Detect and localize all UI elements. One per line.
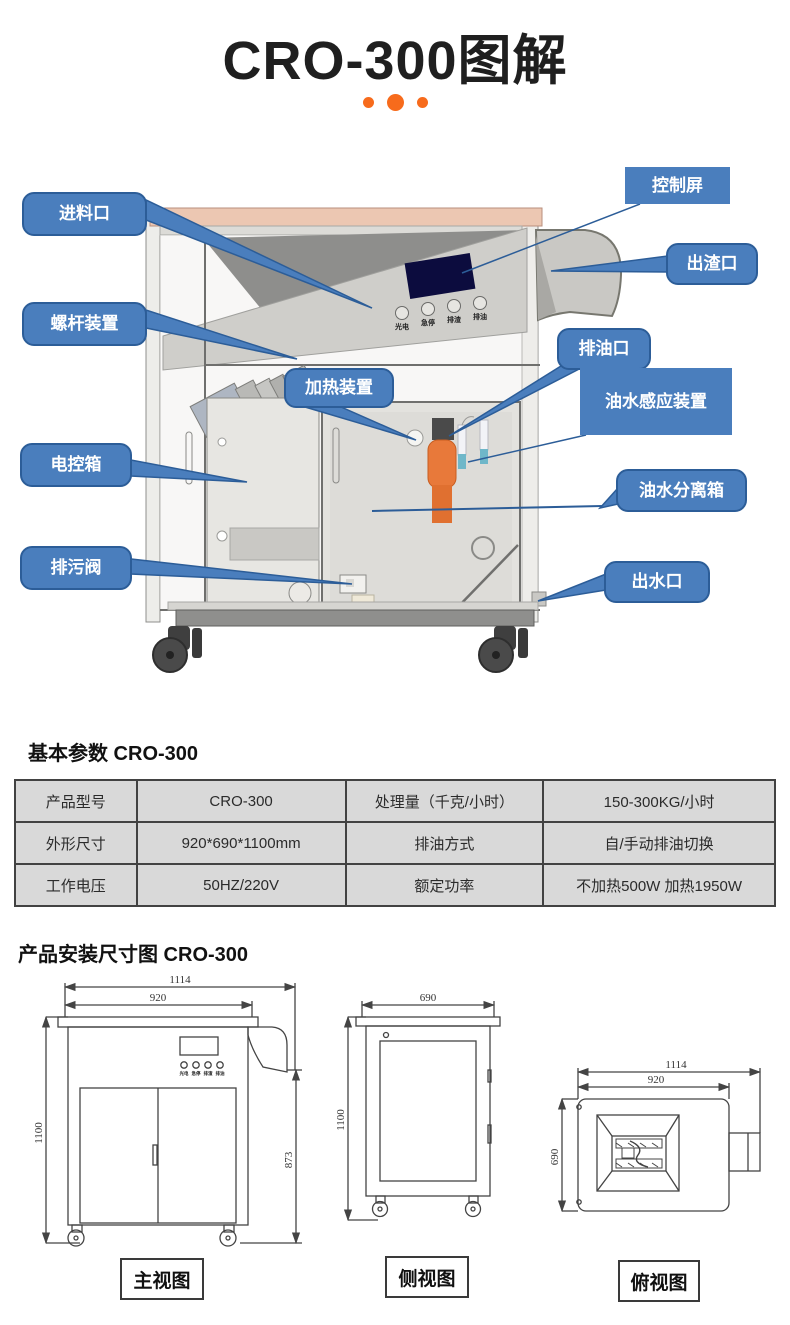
spec-cell: 150-300KG/小时 bbox=[542, 779, 776, 823]
dim-label: 920 bbox=[648, 1074, 665, 1086]
installation-drawings: 1114 920 1100 873 光电 急停 排渣 排油 690 1100 bbox=[33, 975, 762, 1247]
callout-label: 电控箱 bbox=[50, 455, 102, 475]
spec-cell: 920*690*1100mm bbox=[135, 821, 347, 865]
dim-label: 1114 bbox=[169, 975, 191, 986]
table-row: 产品型号 CRO-300 处理量（千克/小时） 150-300KG/小时 bbox=[14, 779, 776, 823]
page-title: CRO-300图解 bbox=[222, 31, 568, 91]
dim-label: 1114 bbox=[665, 1059, 687, 1071]
specs-heading: 基本参数 CRO-300 bbox=[28, 743, 199, 765]
panel-button-label: 排渣 bbox=[447, 315, 462, 324]
panel-button-label: 光电 bbox=[394, 322, 409, 331]
spec-cell: 不加热500W 加热1950W bbox=[542, 863, 776, 907]
callout-label: 控制屏 bbox=[652, 175, 703, 195]
spec-cell: 处理量（千克/小时） bbox=[344, 779, 545, 823]
callout-label: 进料口 bbox=[59, 204, 110, 224]
oil-water-sensors bbox=[457, 416, 489, 469]
slag-chute bbox=[534, 229, 623, 322]
callout-water-outlet: 出水口 bbox=[604, 561, 710, 603]
callout-electric-box: 电控箱 bbox=[20, 443, 132, 487]
cabinet-hole bbox=[217, 437, 227, 447]
counter-top bbox=[149, 207, 543, 227]
spec-cell: 产品型号 bbox=[14, 779, 138, 823]
callout-leaders bbox=[130, 198, 669, 602]
slag-chute-face bbox=[536, 236, 556, 320]
machine-illustration: 光电 急停 排渣 排油 bbox=[130, 198, 669, 673]
vent-hole bbox=[471, 536, 495, 560]
callout-label: 油水感应装置 bbox=[605, 391, 707, 411]
callout-feed-inlet: 进料口 bbox=[22, 192, 147, 236]
spec-cell: 外形尺寸 bbox=[14, 821, 138, 865]
side-view bbox=[343, 1000, 501, 1222]
top-view bbox=[557, 1067, 762, 1213]
control-screen bbox=[404, 253, 476, 299]
dot-icon bbox=[362, 97, 374, 108]
heater-body bbox=[432, 485, 452, 523]
callout-separator-box: 油水分离箱 bbox=[616, 469, 747, 512]
corner-brace bbox=[454, 544, 519, 611]
panel-button-label: 排油 bbox=[473, 312, 487, 321]
heater-element bbox=[427, 439, 457, 489]
dim-label: 1100 bbox=[33, 1122, 45, 1144]
spec-cell: 额定功率 bbox=[344, 863, 545, 907]
callout-label: 螺杆装置 bbox=[50, 314, 119, 334]
spec-cell: 自/手动排油切换 bbox=[542, 821, 776, 865]
screw-top bbox=[615, 1138, 663, 1169]
cabinet-drawer bbox=[229, 527, 320, 561]
base bbox=[175, 609, 535, 627]
drain-valve-knob bbox=[346, 579, 354, 587]
view-label-front: 主视图 bbox=[120, 1258, 204, 1300]
caster-right bbox=[478, 626, 528, 673]
callout-oil-drain: 排油口 bbox=[557, 328, 651, 370]
callout-label: 油水分离箱 bbox=[639, 480, 724, 500]
dim-label: 690 bbox=[549, 1148, 561, 1165]
spec-cell: 工作电压 bbox=[14, 863, 138, 907]
base-rail bbox=[167, 601, 539, 611]
panel-buttons: 光电 急停 排渣 排油 bbox=[394, 296, 487, 331]
installation-heading: 产品安装尺寸图 CRO-300 bbox=[18, 944, 249, 966]
separator-handle bbox=[332, 427, 340, 484]
door-handle-slot bbox=[185, 431, 193, 485]
callout-screw-device: 螺杆装置 bbox=[22, 302, 147, 346]
table-row: 工作电压 50HZ/220V 额定功率 不加热500W 加热1950W bbox=[14, 863, 776, 907]
front-panel-label: 急停 bbox=[192, 1070, 201, 1077]
panel-button-label: 急停 bbox=[421, 318, 435, 327]
oil-drain-head bbox=[432, 418, 454, 440]
spec-cell: 排油方式 bbox=[344, 821, 545, 865]
dim-label: 1100 bbox=[335, 1109, 347, 1131]
dot-icon bbox=[416, 97, 428, 108]
front-view bbox=[41, 982, 302, 1247]
callout-slag-outlet: 出渣口 bbox=[666, 243, 758, 285]
dot-icon bbox=[386, 94, 404, 111]
callout-heating-device: 加热装置 bbox=[284, 368, 394, 408]
front-panel-label: 排渣 bbox=[204, 1070, 213, 1077]
spec-cell: CRO-300 bbox=[135, 779, 347, 823]
dim-label: 873 bbox=[283, 1151, 295, 1168]
callout-label: 排污阀 bbox=[50, 558, 102, 578]
caster-left bbox=[152, 626, 202, 673]
port-hole bbox=[288, 581, 312, 605]
dim-label: 690 bbox=[420, 992, 437, 1004]
table-row: 外形尺寸 920*690*1100mm 排油方式 自/手动排油切换 bbox=[14, 821, 776, 865]
callout-oil-water-sensor: 油水感应装置 bbox=[580, 368, 732, 435]
side-casters bbox=[371, 1195, 482, 1218]
view-label-side: 侧视图 bbox=[385, 1256, 469, 1298]
specs-table: 产品型号 CRO-300 处理量（千克/小时） 150-300KG/小时 外形尺… bbox=[14, 779, 776, 907]
callout-control-screen: 控制屏 bbox=[625, 167, 730, 204]
callout-drain-valve: 排污阀 bbox=[20, 546, 132, 590]
cabinet-hole bbox=[216, 530, 228, 542]
dim-label: 920 bbox=[150, 992, 167, 1004]
front-panel-label: 排油 bbox=[216, 1070, 225, 1077]
front-casters bbox=[67, 1224, 237, 1247]
callout-label: 加热装置 bbox=[305, 378, 373, 398]
callout-label: 出渣口 bbox=[686, 254, 738, 274]
callout-label: 出水口 bbox=[631, 572, 683, 592]
front-panel-label: 光电 bbox=[179, 1070, 189, 1077]
machine-diagram: 光电 急停 排渣 排油 bbox=[0, 140, 790, 700]
decorative-dots bbox=[0, 94, 790, 111]
view-label-top: 俯视图 bbox=[618, 1260, 700, 1302]
spec-cell: 50HZ/220V bbox=[135, 863, 347, 907]
callout-label: 排油口 bbox=[578, 339, 630, 359]
